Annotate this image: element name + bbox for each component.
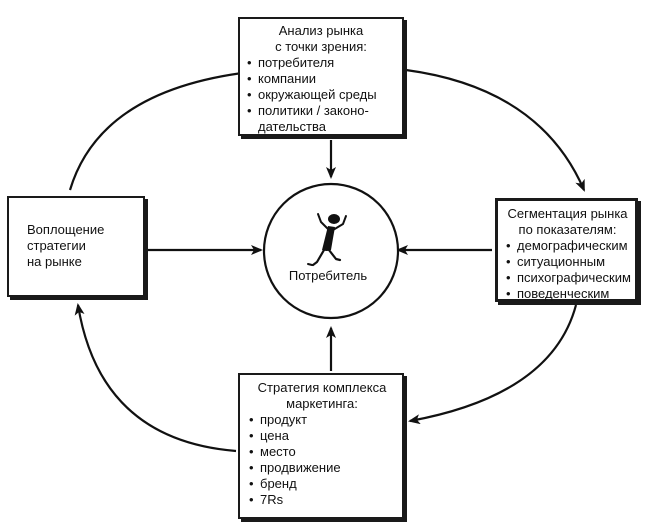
implementation-title-line2: стратегии (27, 238, 86, 253)
implementation-title-line3: на рынке (27, 254, 82, 269)
market-analysis-title-line2: с точки зрения: (275, 39, 367, 54)
consumer-figure-icon (307, 213, 347, 267)
list-item: бренд (248, 476, 396, 492)
list-item: продукт (248, 412, 396, 428)
list-item: цена (248, 428, 396, 444)
cycle-arrow-bottom-to-left (74, 303, 237, 453)
consumer-label: Потребитель (288, 268, 368, 283)
implementation-box: Воплощение стратегии на рынке (7, 196, 145, 297)
list-item-continuation: дательства (258, 119, 326, 134)
cycle-arrow-top-to-right (405, 68, 586, 192)
market-analysis-box: Анализ рынка с точки зрения: потребителя… (238, 17, 404, 136)
segmentation-title-line2: по показателям: (518, 222, 617, 237)
segmentation-list: демографическим ситуационным психографич… (505, 238, 631, 302)
list-item: ситуационным (505, 254, 630, 270)
marketing-mix-title-line2: маркетинга: (286, 396, 358, 411)
market-analysis-list: потребителя компании окружающей среды по… (246, 55, 396, 135)
implementation-title-line1: Воплощение (27, 222, 105, 237)
list-item: психографическим (505, 270, 631, 286)
cycle-arrow-right-to-bottom (408, 304, 578, 425)
market-analysis-title-line1: Анализ рынка (278, 23, 364, 38)
marketing-mix-title-line1: Стратегия комплекса (257, 380, 387, 395)
list-item: потребителя (246, 55, 396, 71)
list-item: место (248, 444, 396, 460)
segmentation-box: Сегментация рынка по показателям: демогр… (495, 198, 638, 302)
list-item: демографическим (505, 238, 630, 254)
list-item: компании (246, 71, 396, 87)
segmentation-title-line1: Сегментация рынка (507, 206, 628, 221)
list-item: поведенческим (505, 286, 630, 302)
cycle-arrow-left-to-top (68, 68, 252, 191)
list-item: 7Rs (248, 492, 396, 508)
list-item: окружающей среды (246, 87, 396, 103)
marketing-mix-list: продукт цена место продвижение бренд 7Rs (248, 412, 396, 508)
list-item: продвижение (248, 460, 396, 476)
marketing-mix-box: Стратегия комплекса маркетинга: продукт … (238, 373, 404, 519)
list-item: политики / законо- (246, 103, 396, 119)
